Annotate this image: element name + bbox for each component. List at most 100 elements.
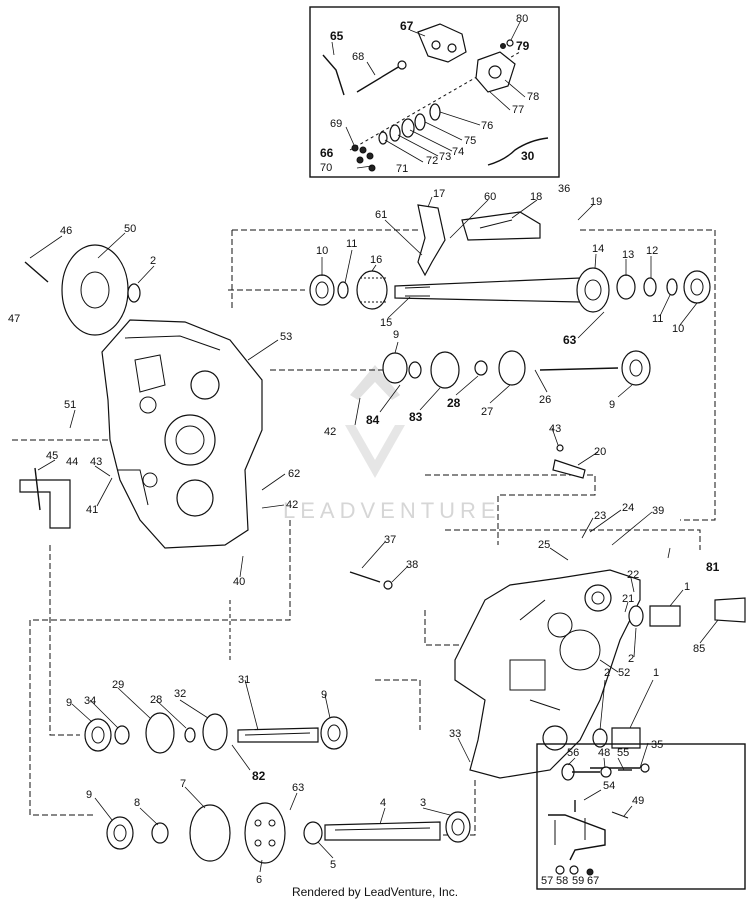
callout-81: 81 bbox=[706, 560, 720, 574]
callout-6: 6 bbox=[256, 874, 262, 886]
callout-26: 26 bbox=[539, 394, 551, 406]
callout-labels: 65 67 80 79 68 78 77 76 69 75 74 73 72 6… bbox=[8, 13, 720, 887]
callout-63-upper: 63 bbox=[563, 333, 577, 347]
callout-49: 49 bbox=[632, 795, 644, 807]
footer-credit: Rendered by LeadVenture, Inc. bbox=[291, 885, 459, 899]
callout-73: 73 bbox=[439, 151, 451, 163]
callout-34: 34 bbox=[84, 695, 96, 707]
callout-19: 19 bbox=[590, 196, 602, 208]
callout-42-mid: 42 bbox=[324, 426, 336, 438]
callout-4: 4 bbox=[380, 797, 386, 809]
callout-3: 3 bbox=[420, 797, 426, 809]
callout-2-cover: 2 bbox=[150, 255, 156, 267]
callout-76: 76 bbox=[481, 120, 493, 132]
upper-shaft-assembly bbox=[309, 204, 711, 313]
callout-67: 67 bbox=[400, 19, 414, 33]
callout-85: 85 bbox=[693, 643, 705, 655]
callout-44: 44 bbox=[66, 456, 78, 468]
callout-54: 54 bbox=[603, 780, 615, 792]
callout-70: 70 bbox=[320, 162, 332, 174]
callout-10: 10 bbox=[316, 245, 328, 257]
callout-79: 79 bbox=[516, 39, 530, 53]
callout-10-right: 10 bbox=[672, 323, 684, 335]
watermark-text: LEADVENTURE bbox=[283, 498, 501, 523]
callout-69: 69 bbox=[330, 118, 342, 130]
callout-28-mid: 28 bbox=[447, 396, 461, 410]
right-housing-parts bbox=[349, 444, 746, 773]
callout-11: 11 bbox=[346, 238, 357, 250]
lower-shaft-assembly bbox=[84, 712, 348, 754]
callout-9-bottom: 9 bbox=[86, 789, 92, 801]
callout-74: 74 bbox=[452, 146, 464, 158]
callout-13: 13 bbox=[622, 249, 634, 261]
bottom-shaft-assembly bbox=[106, 802, 471, 864]
callout-32: 32 bbox=[174, 688, 186, 700]
callout-56: 56 bbox=[567, 747, 579, 759]
callout-80: 80 bbox=[516, 13, 528, 25]
callout-9-lower-right: 9 bbox=[321, 689, 327, 701]
callout-47: 47 bbox=[8, 313, 20, 325]
callout-2-lower: 2 bbox=[604, 667, 610, 679]
callout-35: 35 bbox=[651, 739, 663, 751]
detent-inset bbox=[536, 743, 746, 890]
callout-1-lower: 1 bbox=[653, 667, 659, 679]
callout-71: 71 bbox=[396, 163, 408, 175]
callout-28-lower: 28 bbox=[150, 694, 162, 706]
callout-15: 15 bbox=[380, 317, 392, 329]
callout-14: 14 bbox=[592, 243, 604, 255]
callout-42-lower: 42 bbox=[286, 499, 298, 511]
callout-39: 39 bbox=[652, 505, 664, 517]
callout-82: 82 bbox=[252, 769, 266, 783]
callout-31: 31 bbox=[238, 674, 250, 686]
callout-9-lower-left: 9 bbox=[66, 697, 72, 709]
callout-18: 18 bbox=[530, 191, 542, 203]
callout-72: 72 bbox=[426, 155, 438, 167]
callout-45: 45 bbox=[46, 450, 58, 462]
callout-46: 46 bbox=[60, 225, 72, 237]
callout-11-right: 11 bbox=[652, 313, 663, 325]
right-housing bbox=[454, 569, 641, 779]
callout-77: 77 bbox=[512, 104, 524, 116]
callout-43-right: 43 bbox=[549, 423, 561, 435]
callout-33: 33 bbox=[449, 728, 461, 740]
callout-53: 53 bbox=[280, 331, 292, 343]
callout-12: 12 bbox=[646, 245, 658, 257]
callout-37: 37 bbox=[384, 534, 396, 546]
shift-linkage-inset bbox=[309, 6, 560, 178]
callout-leaders bbox=[29, 21, 719, 873]
callout-9-mid: 9 bbox=[393, 329, 399, 341]
callout-66: 66 bbox=[320, 146, 334, 160]
callout-84: 84 bbox=[366, 413, 380, 427]
callout-21: 21 bbox=[622, 593, 634, 605]
callout-57: 57 bbox=[541, 875, 553, 887]
watermark: LEADVENTURE bbox=[283, 365, 501, 523]
middle-shaft-assembly bbox=[382, 350, 651, 389]
callout-25: 25 bbox=[538, 539, 550, 551]
callout-63-lower: 63 bbox=[292, 782, 304, 794]
callout-59: 59 bbox=[572, 875, 584, 887]
assembly-guide-lines bbox=[12, 229, 716, 836]
callout-24: 24 bbox=[622, 502, 634, 514]
callout-43-left: 43 bbox=[90, 456, 102, 468]
callout-1-upper: 1 bbox=[684, 581, 690, 593]
callout-58: 58 bbox=[556, 875, 568, 887]
callout-38: 38 bbox=[406, 559, 418, 571]
callout-7: 7 bbox=[180, 778, 186, 790]
callout-60: 60 bbox=[484, 191, 496, 203]
callout-8: 8 bbox=[134, 797, 140, 809]
callout-27: 27 bbox=[481, 406, 493, 418]
callout-23: 23 bbox=[594, 510, 606, 522]
callout-9-mid-right: 9 bbox=[609, 399, 615, 411]
callout-17: 17 bbox=[433, 188, 445, 200]
callout-51: 51 bbox=[64, 399, 76, 411]
cover-plate bbox=[61, 244, 141, 336]
callout-30: 30 bbox=[521, 149, 535, 163]
callout-62: 62 bbox=[288, 468, 300, 480]
callout-22: 22 bbox=[627, 569, 639, 581]
callout-67-inset: 67 bbox=[587, 875, 599, 887]
callout-20: 20 bbox=[594, 446, 606, 458]
callout-36: 36 bbox=[558, 183, 570, 195]
callout-61: 61 bbox=[375, 209, 387, 221]
callout-40: 40 bbox=[233, 576, 245, 588]
